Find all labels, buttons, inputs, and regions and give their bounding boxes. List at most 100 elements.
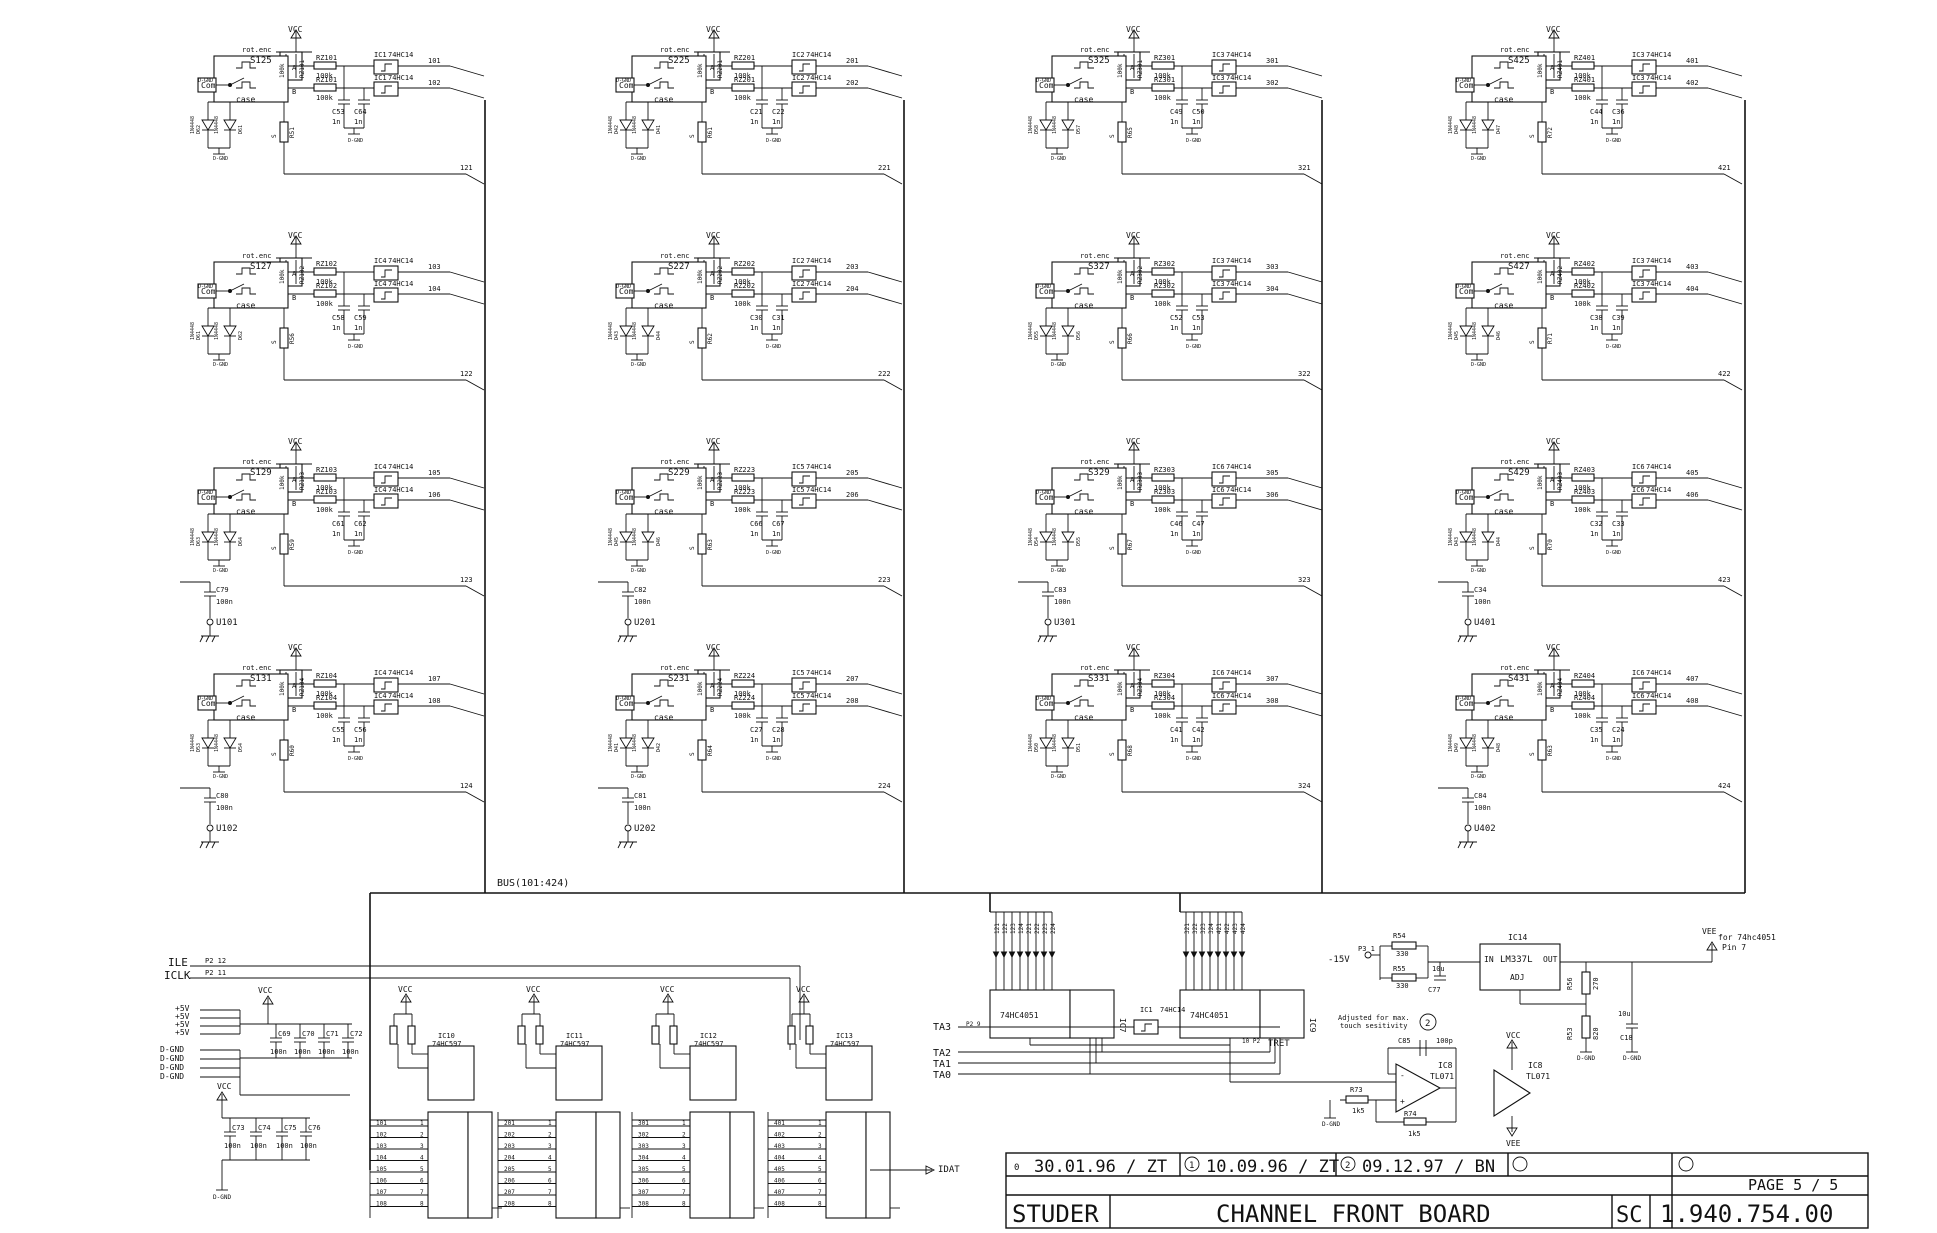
gnd-label: D-GND (348, 138, 363, 144)
sr-pin: 304 (638, 1155, 649, 1162)
sr-pin: 107 (376, 1189, 387, 1196)
out-a: 203 (846, 263, 859, 271)
switch-label: S325 (1088, 56, 1110, 66)
gate-ic-a: IC4 (374, 669, 387, 677)
page-number: PAGE 5 / 5 (1748, 1176, 1838, 1194)
rot-enc-label: rot.enc (1080, 252, 1110, 260)
case-label: case (654, 507, 673, 516)
cap1-label: C44 (1590, 108, 1603, 116)
diode1-label: D48 (1454, 125, 1460, 134)
gate-type-b: 74HC14 (1226, 692, 1251, 700)
com-label: Com (201, 493, 216, 502)
r55v: 330 (1396, 982, 1409, 990)
cap-value: 100n (270, 1048, 287, 1056)
gnd-diodes: D-GND (213, 156, 228, 162)
gate-type-b: 74HC14 (388, 280, 413, 288)
diode-type: 1N4448 (190, 116, 196, 134)
gnd-com: D-GND (1456, 696, 1471, 702)
company-name: STUDER (1012, 1200, 1099, 1228)
res-label: R67 (1127, 539, 1134, 550)
cap2-value: 1n (1612, 530, 1620, 538)
doc-prefix: SC (1616, 1203, 1643, 1228)
supply-label-3: +5V (175, 1020, 190, 1029)
rz-lower-value: 100k (316, 712, 334, 720)
rz-upper: RZ402 (1574, 260, 1595, 268)
sr-pin: 402 (774, 1132, 785, 1139)
reg-in: IN (1484, 955, 1494, 964)
sr-pin-num: 2 (682, 1132, 686, 1139)
sr-pin-num: 2 (548, 1132, 552, 1139)
rpack-value: 100k (1117, 475, 1124, 490)
rz-lower: RZ304 (1154, 694, 1175, 702)
case-label: case (654, 301, 673, 310)
gate-ic-b: IC6 (1632, 486, 1645, 494)
res-label: R61 (707, 127, 714, 138)
u-label: U401 (1474, 618, 1496, 628)
switch-label: S127 (250, 262, 272, 272)
rz-lower: RZ101 (316, 76, 337, 84)
vcc-label-left: VCC (258, 986, 273, 995)
pin-b: B (292, 88, 296, 96)
gnd-label: D-GND (1186, 344, 1201, 350)
cap2-label: C24 (1612, 726, 1625, 734)
case-label: case (1074, 301, 1093, 310)
com-label: Com (619, 699, 634, 708)
diode-type2: 1N4448 (632, 116, 638, 134)
cap1-label: C53 (332, 108, 345, 116)
sr-pin: 103 (376, 1143, 387, 1150)
gate-ic-a: IC3 (1632, 51, 1645, 59)
rz-lower: RZ404 (1574, 694, 1595, 702)
res-type: S (1109, 546, 1116, 550)
cap1-value: 1n (332, 736, 340, 744)
mux-pin: 121 (994, 923, 1001, 934)
reg-adj: ADJ (1510, 973, 1524, 982)
out-b: 306 (1266, 491, 1279, 499)
p2-11-label: P2 11 (205, 969, 226, 977)
cap-label: C76 (308, 1124, 321, 1132)
idat-label: IDAT (938, 1165, 960, 1175)
cap2-value: 1n (354, 118, 362, 126)
switch-label: S327 (1088, 262, 1110, 272)
res-type: S (689, 752, 696, 756)
com-label: Com (1039, 699, 1054, 708)
rpack-value: 100k (1537, 475, 1544, 490)
cap-label: C74 (258, 1124, 271, 1132)
diode-type2: 1N4448 (1472, 116, 1478, 134)
sr-pin: 206 (504, 1178, 515, 1185)
rz-upper-value: 100k (1574, 484, 1592, 492)
rpack-value: 100k (697, 475, 704, 490)
cap1-value: 1n (1590, 530, 1598, 538)
rz-lower: RZ303 (1154, 488, 1175, 496)
supply-label-4: +5V (175, 1028, 190, 1037)
diode2-label: D57 (1076, 125, 1082, 134)
cap2-label: C42 (1192, 726, 1205, 734)
opamp-note2: touch sesitivity (1340, 1022, 1407, 1030)
svg-text:-: - (1400, 1071, 1405, 1080)
diode1-label: D42 (614, 125, 620, 134)
out-b: 204 (846, 285, 859, 293)
gate-type-b: 74HC14 (388, 692, 413, 700)
pin-a: A (1550, 682, 1555, 690)
gate-ic-b: IC6 (1632, 692, 1645, 700)
gate-ic-b: IC1 (374, 74, 387, 82)
pin-b: B (1550, 88, 1554, 96)
sr-type: 74HC597 (830, 1040, 860, 1048)
cap2-value: 1n (1192, 118, 1200, 126)
diode2-label: D51 (1076, 743, 1082, 752)
rz-upper: RZ301 (1154, 54, 1175, 62)
switch-label: S131 (250, 674, 272, 684)
c77: C77 (1428, 986, 1441, 994)
title-block: 0 30.01.96 / ZT 1 10.09.96 / ZT 2 09.12.… (1005, 1152, 1869, 1229)
pin-a: A (1550, 476, 1555, 484)
diode2-label: D48 (1496, 743, 1502, 752)
bus-out: 421 (1718, 164, 1731, 172)
reg-type: LM337L (1500, 955, 1533, 965)
out-b: 106 (428, 491, 441, 499)
reg-out: OUT (1543, 955, 1558, 964)
gnd-com: D-GND (198, 490, 213, 496)
diode-type2: 1N4448 (214, 322, 220, 340)
case-label: case (1494, 713, 1513, 722)
rz-upper-value: 100k (1574, 690, 1592, 698)
rz-lower: RZ403 (1574, 488, 1595, 496)
